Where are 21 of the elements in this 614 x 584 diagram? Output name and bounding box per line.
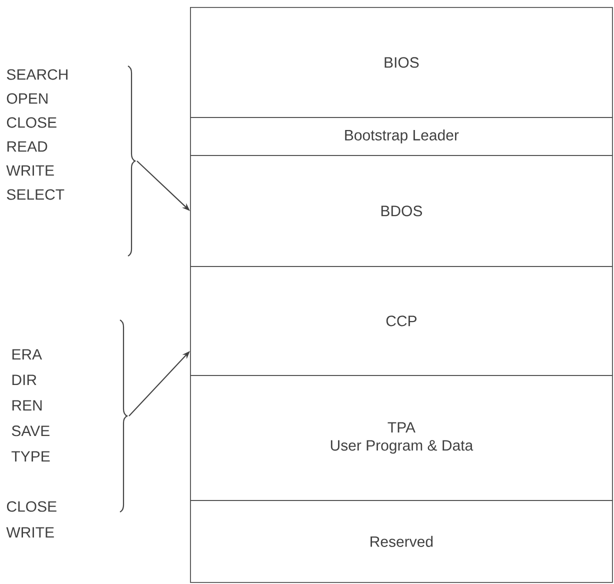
memory-band: BDOS xyxy=(190,155,613,267)
node-label: CLOSE xyxy=(6,117,56,128)
memory-band: TPA User Program & Data xyxy=(190,375,613,501)
node-label: DIR xyxy=(12,374,36,386)
memory-band: Bootstrap Leader xyxy=(190,117,613,156)
node-label: READ xyxy=(7,141,48,152)
command-list: ERA DIR REN SAVE TYPE xyxy=(12,349,50,462)
memory-band: Reserved xyxy=(190,500,613,583)
node-label: SEARCH xyxy=(6,69,68,80)
node-label: ERA xyxy=(12,349,42,360)
node-label: SAVE xyxy=(12,426,50,436)
command-label: WRITE xyxy=(6,527,54,538)
node-label: OPEN xyxy=(6,93,48,104)
node-label: TYPE xyxy=(12,451,50,462)
memory-band: CCP xyxy=(190,266,613,376)
node-label: WRITE xyxy=(6,165,54,176)
command-list: SEARCH OPEN CLOSE READ WRITE SELECT xyxy=(6,69,68,200)
node-label: SELECT xyxy=(6,189,64,200)
node-label: REN xyxy=(12,400,42,411)
memory-band: BIOS xyxy=(190,7,613,118)
command-label: CLOSE xyxy=(6,501,56,512)
